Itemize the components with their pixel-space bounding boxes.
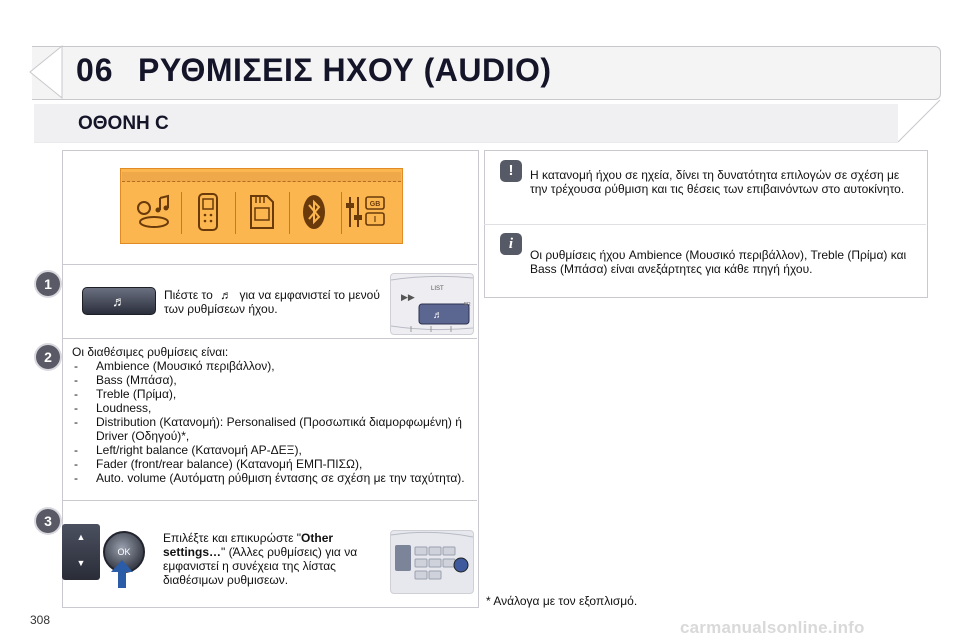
other-settings-label: Other settings…: [163, 531, 334, 559]
list-item: Distribution (Κατανομή): Personalised (Π…: [72, 415, 467, 443]
bluetooth-icon: [292, 189, 336, 235]
scroll-control[interactable]: ▲ ▼: [62, 524, 100, 580]
audio-unit-illustration: ▶▶ ♬ LIST FR: [390, 273, 474, 335]
list-item: Fader (front/rear balance) (Κατανομή ΕΜΠ…: [72, 457, 467, 471]
step-2-text: Οι διαθέσιμες ρυθμίσεις είναι: Ambience …: [72, 345, 467, 485]
step-3-text-pre: Επιλέξτε και επικυρώστε ": [163, 531, 302, 545]
controller-illustration: [390, 530, 474, 594]
side-label: FR: [464, 302, 471, 308]
step-badge-1: 1: [36, 272, 60, 296]
music-note-icon: ♬: [220, 288, 233, 302]
settings-intro: Οι διαθέσιμες ρυθμίσεις είναι:: [72, 345, 229, 359]
step-3-text-post: " (Άλλες ρυθμίσεις) για να εμφανιστεί η …: [163, 545, 358, 587]
svg-text:♬: ♬: [433, 310, 443, 321]
divider: [62, 264, 477, 265]
info-note: Οι ρυθμίσεις ήχου Ambience (Μουσικό περι…: [530, 248, 907, 276]
list-item: Left/right balance (Κατανομή ΑΡ-ΔΕΞ),: [72, 443, 467, 457]
warning-note: Η κατανομή ήχου σε ηχεία, δίνει τη δυνατ…: [530, 168, 905, 196]
down-arrow-icon[interactable]: ▼: [76, 558, 86, 568]
list-item: Auto. volume (Αυτόματη ρύθμιση έντασης σ…: [72, 471, 467, 485]
lcd-top-strip: [122, 172, 401, 182]
list-item: Treble (Πρίμα),: [72, 387, 467, 401]
divider: [484, 224, 926, 225]
lcd-divider: [341, 192, 342, 234]
warning-icon: !: [500, 160, 522, 182]
footnote: * Ανάλογα με τον εξοπλισμό.: [486, 594, 638, 608]
lcd-divider: [289, 192, 290, 234]
step-badge-3: 3: [36, 509, 60, 533]
section-subtitle: ΟΘΟΝΗ C: [78, 113, 169, 134]
step-1-text-after: για να εμφανιστεί το μενού των ρυθμίσεων…: [164, 288, 380, 316]
page-title: ΡΥΘΜΙΣΕΙΣ ΗΧΟΥ (AUDIO): [138, 52, 552, 88]
ambience-icon: [132, 189, 176, 235]
up-pointer-arrow-icon: [111, 560, 133, 588]
svg-text:▶▶: ▶▶: [401, 292, 415, 302]
svg-text:GB: GB: [370, 201, 381, 208]
step-1-text-before: Πιέστε το: [164, 288, 213, 302]
info-icon: i: [500, 233, 522, 255]
svg-text:I: I: [374, 215, 376, 224]
divider: [62, 500, 477, 501]
list-item: Loudness,: [72, 401, 467, 415]
list-item: Ambience (Μουσικό περιβάλλον),: [72, 359, 467, 373]
lcd-divider: [181, 192, 182, 234]
chapter-number: 06: [76, 52, 114, 88]
lcd-divider: [235, 192, 236, 234]
list-item: Bass (Μπάσα),: [72, 373, 467, 387]
step-3-text: Επιλέξτε και επικυρώστε "Other settings……: [163, 531, 383, 587]
phone-icon: [186, 189, 230, 235]
ok-knob[interactable]: OK: [103, 531, 145, 573]
watermark: carmanualsonline.info: [680, 618, 865, 637]
header-bar: [32, 46, 941, 100]
sd-card-icon: [240, 189, 284, 235]
step-1-text: Πιέστε το ♬ για να εμφανιστεί το μενού τ…: [164, 288, 384, 316]
divider: [62, 338, 477, 339]
equalizer-gb-icon: GB I: [344, 189, 388, 235]
subtitle-bar: [34, 104, 898, 142]
page-number: 308: [30, 613, 51, 627]
music-button[interactable]: ♬: [82, 287, 156, 315]
up-arrow-icon[interactable]: ▲: [76, 532, 86, 542]
settings-list: Ambience (Μουσικό περιβάλλον), Bass (Μπά…: [72, 359, 467, 485]
list-label: LIST: [431, 286, 444, 292]
step-badge-2: 2: [36, 345, 60, 369]
